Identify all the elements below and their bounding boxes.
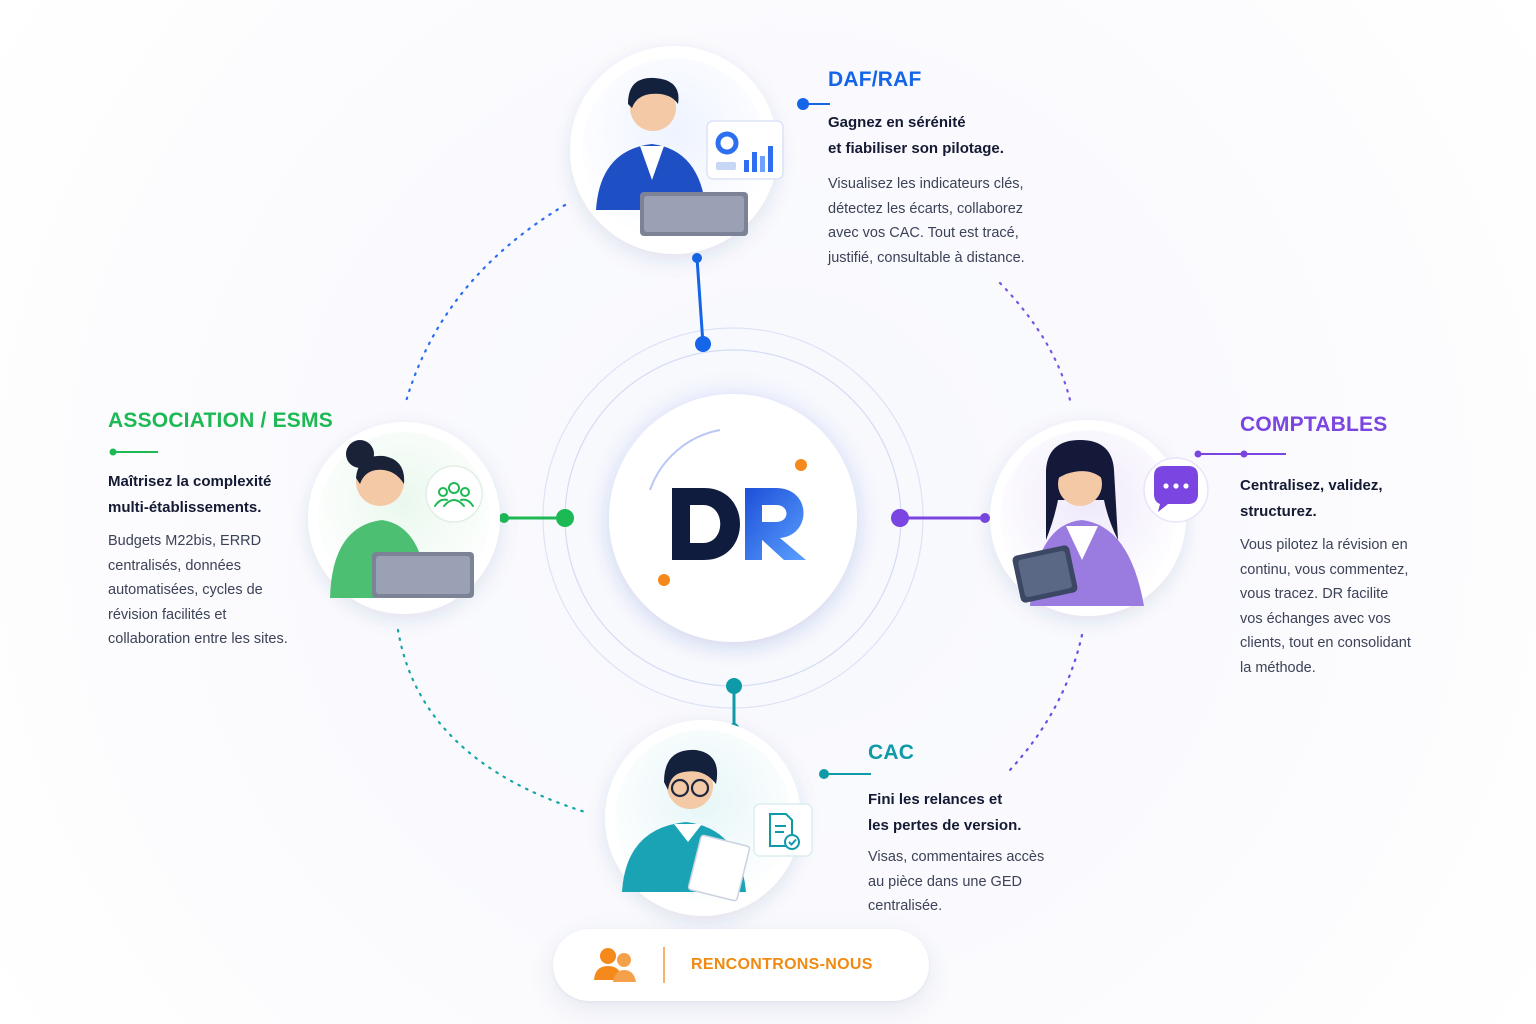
association-description-line: Budgets M22bis, ERRD: [108, 533, 262, 549]
association-description-line: collaboration entre les sites.: [108, 631, 288, 647]
cac-subtitle-line: les pertes de version.: [868, 817, 1022, 834]
association-title: ASSOCIATION / ESMS: [108, 409, 333, 432]
association-description-line: révision facilités et: [108, 606, 227, 623]
arc-bottom-left: [396, 628, 587, 814]
cac-description-line: au pièce dans une GED: [868, 873, 1022, 890]
avatar-daf: [570, 46, 778, 254]
team-group-icon: [425, 465, 483, 523]
comptables-description-line: vous tracez. DR facilite: [1240, 586, 1389, 602]
daf-description-line: détectez les écarts, collaborez: [828, 200, 1024, 217]
people-icon: [594, 948, 636, 982]
section-daf: DAF/RAF Gagnez en sérénité et fiabiliser…: [828, 68, 1128, 270]
daf-title: DAF/RAF: [828, 68, 922, 91]
cta-label: RENCONTRONS-NOUS: [691, 956, 873, 973]
connector-arcs: [396, 203, 1084, 814]
spoke-daf-node: [695, 336, 711, 352]
association-subtitle-line: multi-établissements.: [108, 499, 262, 516]
comptables-description-line: vos échanges avec vos: [1240, 610, 1391, 627]
daf-subtitle-line: Gagnez en sérénité: [828, 114, 966, 131]
arc-bottom-right: [1008, 633, 1084, 772]
association-subtitle-line: Maîtrisez la complexité: [108, 473, 272, 490]
dr-logo: [672, 488, 806, 560]
chat-bubble-icon: [1143, 457, 1209, 523]
comptables-description-line: clients, tout en consolidant: [1240, 635, 1411, 651]
association-description-line: automatisées, cycles de: [108, 582, 263, 598]
arc-top-left: [403, 203, 567, 407]
daf-description-line: avec vos CAC. Tout est tracé,: [828, 225, 1019, 241]
hub-accent-dot: [795, 459, 807, 471]
avatar-cac: [605, 720, 801, 916]
cac-description-line: Visas, commentaires accès: [868, 849, 1045, 865]
comptables-subtitle-line: structurez.: [1240, 503, 1317, 520]
spoke-cac-node: [726, 678, 742, 694]
hub-accent-dot: [658, 574, 670, 586]
title-accents: [109, 98, 1286, 779]
comptables-subtitle-line: Centralisez, validez,: [1240, 477, 1383, 494]
rencontrons-nous-button[interactable]: RENCONTRONS-NOUS: [553, 929, 929, 1001]
comptables-description-line: continu, vous commentez,: [1240, 561, 1409, 578]
cac-title: CAC: [868, 741, 915, 764]
comptables-title: COMPTABLES: [1240, 413, 1388, 436]
daf-subtitle-line: et fiabiliser son pilotage.: [828, 140, 1004, 157]
section-comptables: COMPTABLES Centralisez, validez, structu…: [1240, 413, 1500, 680]
daf-description-line: justifié, consultable à distance.: [828, 249, 1025, 266]
daf-description-line: Visualisez les indicateurs clés,: [828, 176, 1024, 192]
comptables-description-line: Vous pilotez la révision en: [1240, 537, 1408, 553]
association-description-line: centralisés, données: [108, 557, 241, 574]
spoke-comptables-node: [891, 509, 909, 527]
spoke-association-node: [556, 509, 574, 527]
cac-description-line: centralisée.: [868, 898, 943, 914]
section-association: ASSOCIATION / ESMS Maîtrisez la complexi…: [108, 409, 368, 652]
arc-top-right: [998, 281, 1072, 402]
hub: [609, 394, 857, 642]
cta-separator: [663, 947, 665, 983]
spoke-daf: [695, 256, 705, 346]
avatar-comptables: [990, 420, 1186, 616]
comptables-description-line: la méthode.: [1240, 659, 1316, 676]
dashboard-chart-icon: [706, 120, 784, 180]
document-check-icon: [753, 803, 813, 857]
section-cac: CAC Fini les relances et les pertes de v…: [868, 741, 1108, 919]
cac-subtitle-line: Fini les relances et: [868, 791, 1003, 808]
